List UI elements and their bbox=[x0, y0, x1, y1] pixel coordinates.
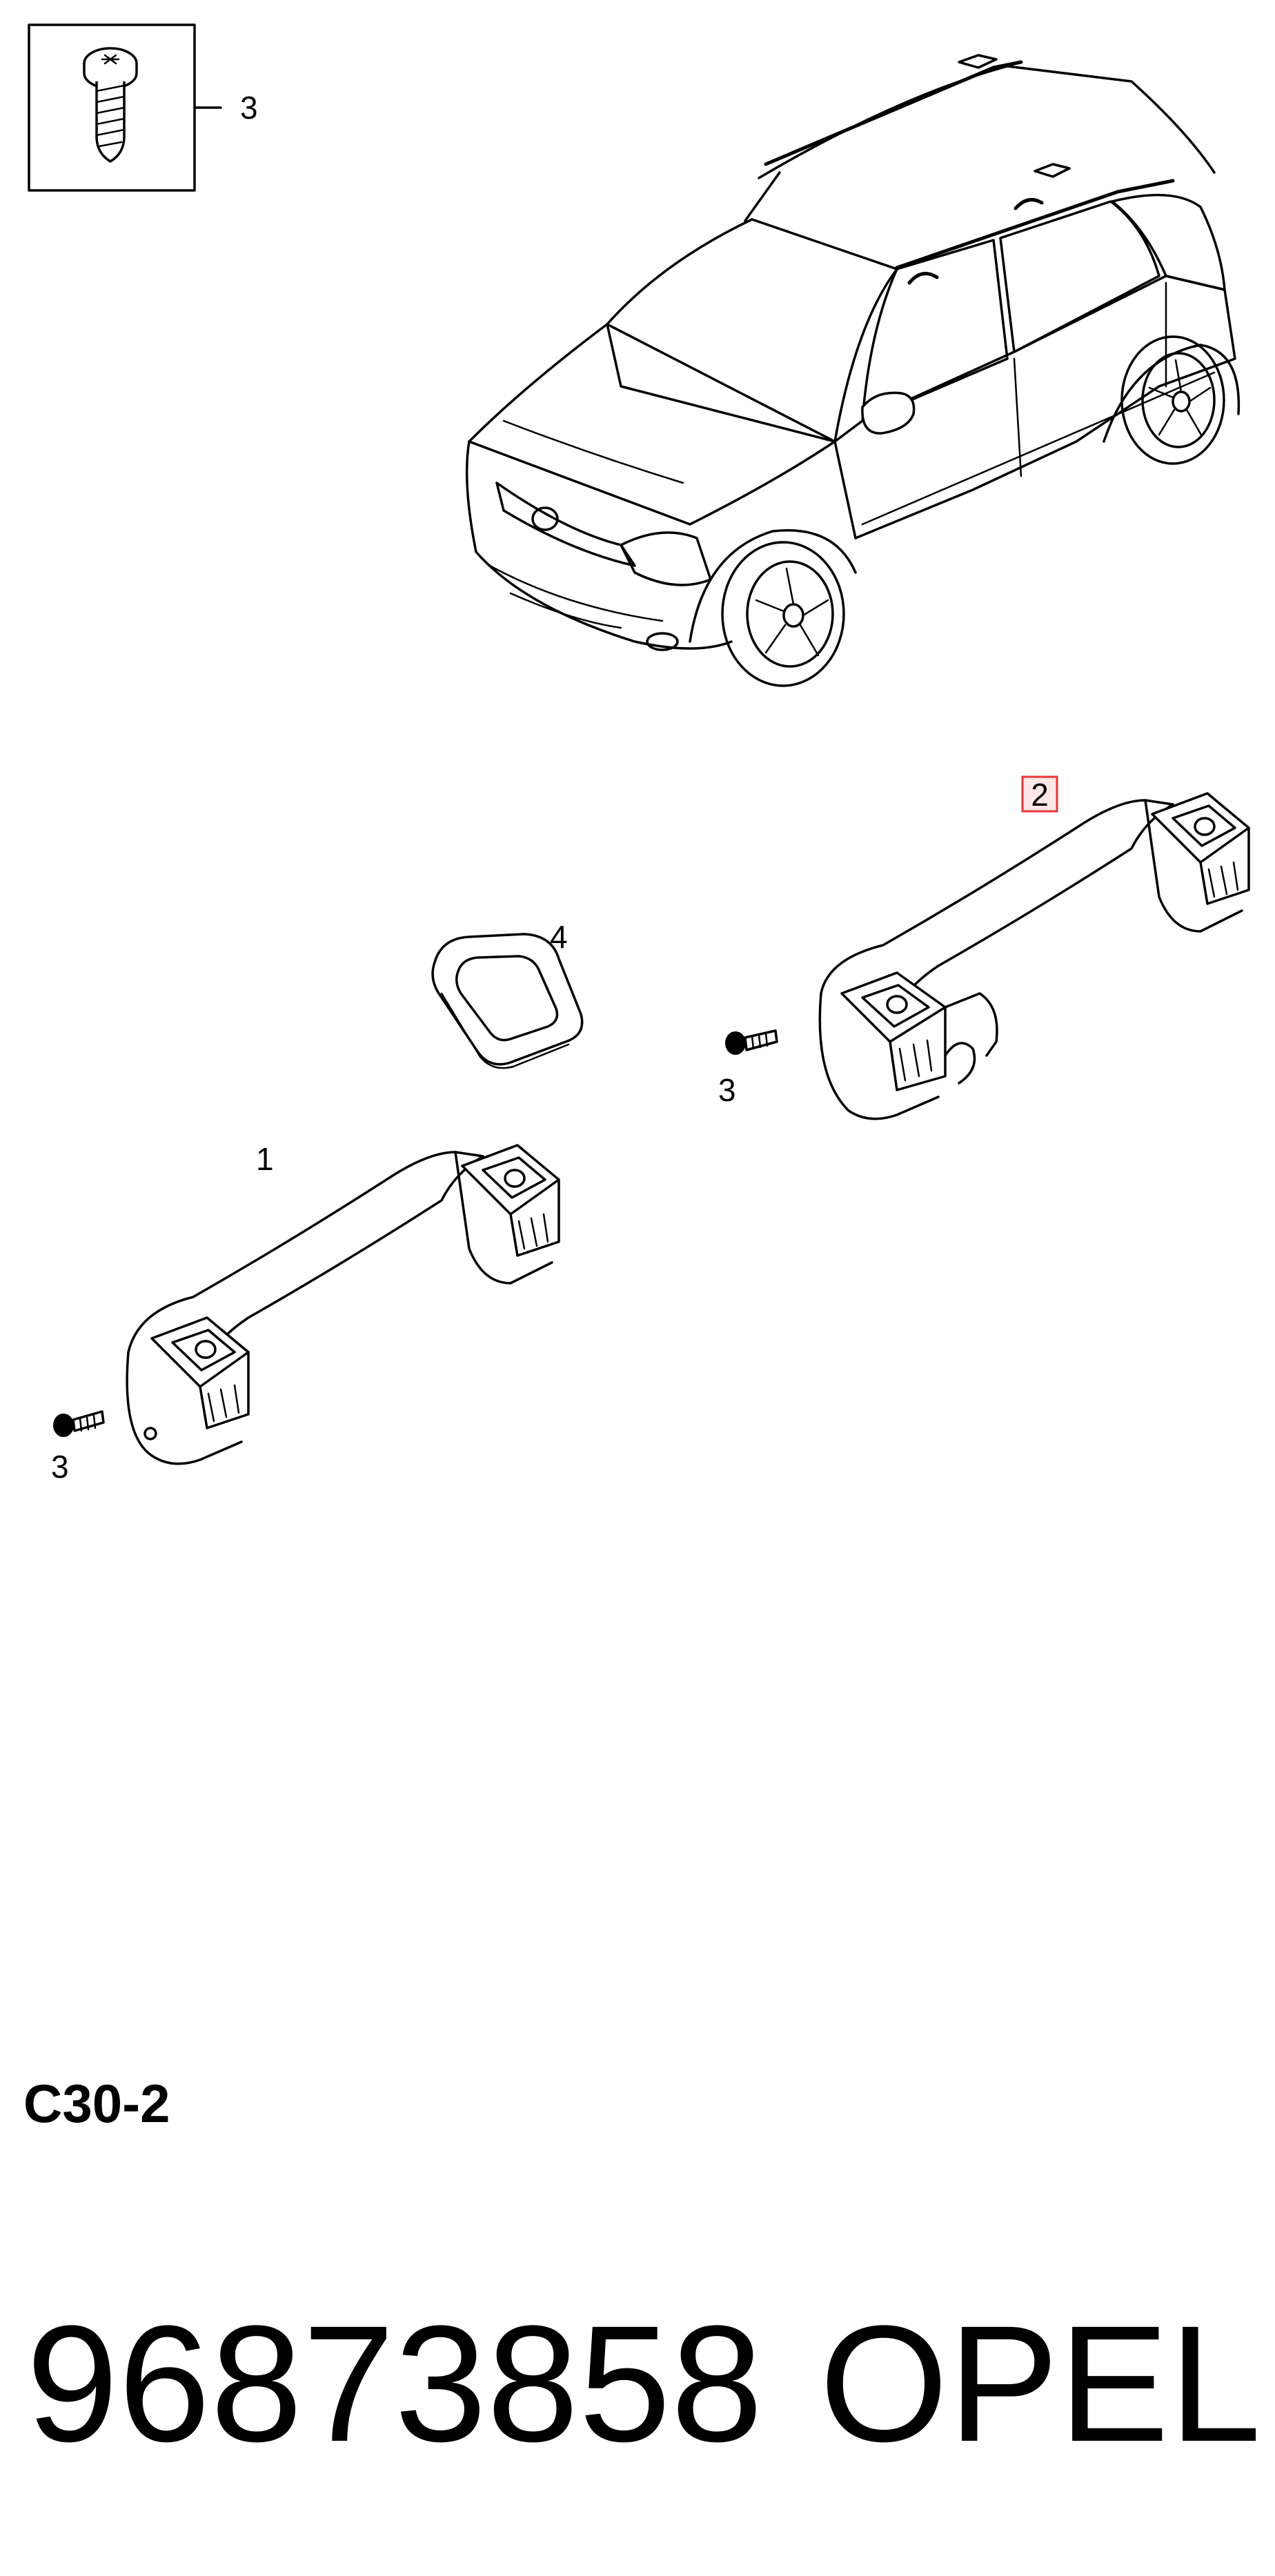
screw-left bbox=[53, 1410, 105, 1437]
screw-detail-inset bbox=[28, 23, 222, 192]
callout-part-2-highlight bbox=[1021, 775, 1058, 813]
callout-inset-screw: 3 bbox=[240, 90, 258, 126]
diagram-code: C30-2 bbox=[23, 2073, 170, 2134]
callout-screw-right: 3 bbox=[718, 1072, 736, 1108]
part-number: 96873858 bbox=[26, 2291, 763, 2476]
callout-screw-left: 3 bbox=[51, 1449, 69, 1485]
screw-right bbox=[725, 1029, 778, 1055]
part-1-grab-handle bbox=[126, 1144, 560, 1465]
callout-part-1: 1 bbox=[256, 1141, 274, 1177]
part-2-grab-handle bbox=[818, 792, 1250, 1120]
part-4-trim-cover bbox=[431, 933, 584, 1069]
vehicle-drawing bbox=[465, 54, 1241, 687]
brand-name: OPEL bbox=[819, 2291, 1261, 2476]
callout-part-4: 4 bbox=[550, 919, 568, 955]
callout-part-2: 2 bbox=[1031, 777, 1049, 813]
